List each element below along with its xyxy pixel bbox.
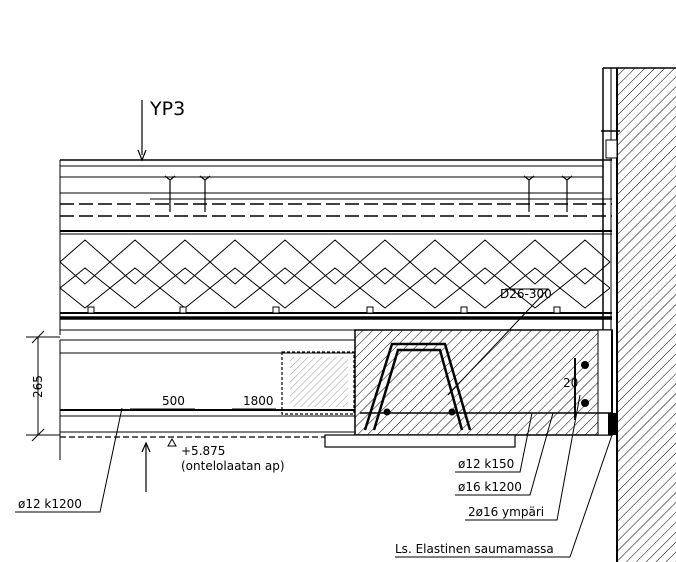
bar-sections	[383, 361, 589, 416]
flashing-bracket	[605, 139, 618, 159]
arrow-down-icon	[137, 100, 147, 162]
section-label: YP3	[149, 98, 185, 120]
triangle-level-icon	[167, 437, 177, 447]
height-dimension	[26, 330, 60, 442]
level-arrow	[141, 441, 151, 492]
level-value: +5.875	[181, 444, 225, 458]
label-cover: 20	[563, 376, 578, 390]
edge-beam	[324, 329, 616, 448]
label-stirrups: D26-300	[500, 287, 552, 301]
leader-lines	[15, 288, 613, 558]
height-dim-label: 265	[31, 375, 45, 398]
label-bar-bottom: ø12 k1200	[18, 497, 82, 511]
length-1800: 1800	[243, 394, 274, 408]
level-note: (ontelolaatan ap)	[181, 459, 285, 473]
grouted-core	[281, 351, 355, 415]
label-perimeter: 2ø16 ympäri	[468, 505, 544, 519]
hollow-core-slab	[60, 339, 355, 438]
length-500: 500	[162, 394, 185, 408]
label-bars-k1200: ø16 k1200	[458, 480, 522, 494]
wall	[602, 67, 676, 562]
fasteners	[164, 175, 573, 212]
grout-fill	[290, 357, 348, 407]
label-bars-k150: ø12 k150	[458, 457, 514, 471]
spacer-blocks	[87, 306, 561, 314]
stirrups	[363, 342, 472, 431]
insulation	[59, 239, 611, 309]
label-sealant: Ls. Elastinen saumamassa	[395, 542, 554, 556]
